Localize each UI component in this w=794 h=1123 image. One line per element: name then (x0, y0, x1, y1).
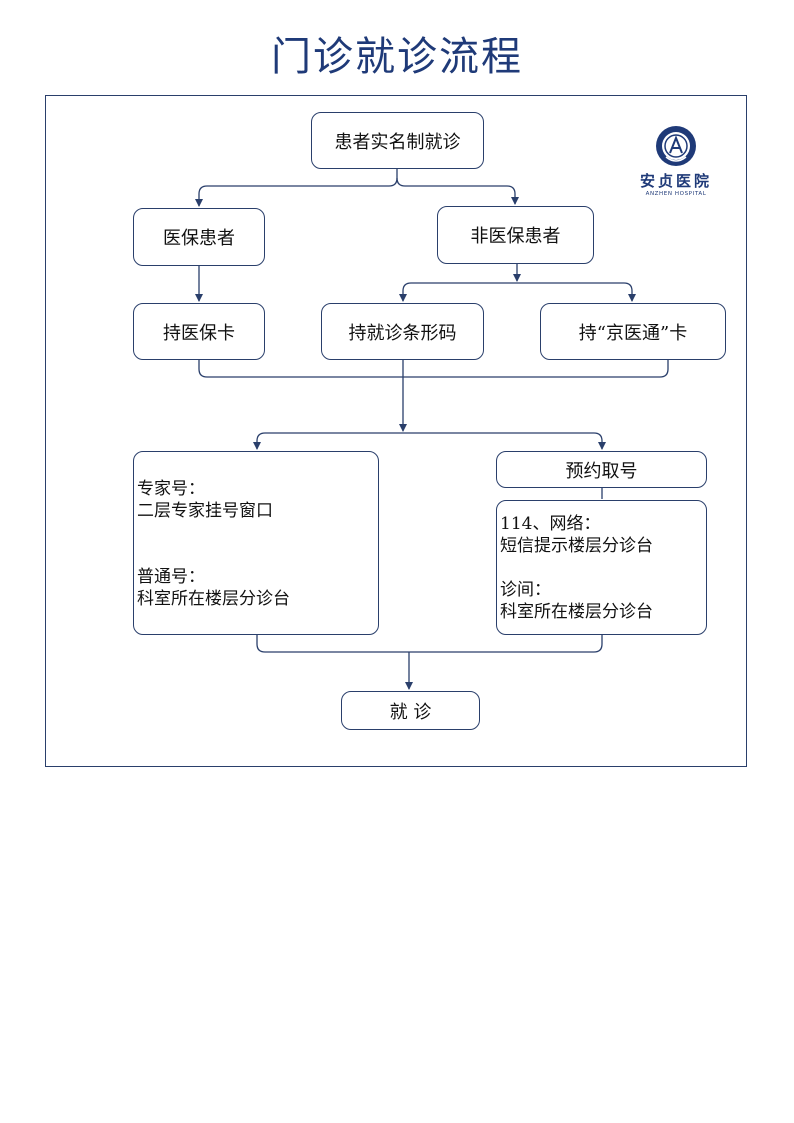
connector-split-left (253, 432, 403, 450)
connector-start-branch (195, 169, 398, 207)
expert-title: 专家号： (137, 479, 205, 499)
general-title: 普通号： (137, 567, 205, 587)
node-start: 患者实名制就诊 (311, 112, 484, 169)
node-registration: 专家号： 二层专家挂号窗口 普通号： 科室所在楼层分诊台 (133, 451, 379, 635)
spacer (137, 522, 374, 566)
flowchart-frame (45, 95, 747, 767)
node-jingyitong-card: 持“京医通”卡 (540, 303, 726, 360)
node-insured: 医保患者 (133, 208, 265, 266)
node-appointment-detail: 114、网络： 短信提示楼层分诊台 诊间： 科室所在楼层分诊台 (496, 500, 707, 635)
clinic-title: 诊间： (500, 580, 551, 600)
node-appointment-pickup: 预约取号 (496, 451, 707, 488)
node-insurance-card: 持医保卡 (133, 303, 265, 360)
connector-split-right (403, 432, 606, 450)
page-title: 门诊就诊流程 (271, 34, 523, 80)
online-desc: 短信提示楼层分诊台 (500, 536, 653, 556)
general-desc: 科室所在楼层分诊台 (137, 589, 290, 609)
connector-uninsured-right (517, 282, 636, 302)
hospital-logo: 安贞医院 ANZHEN HOSPITAL (634, 124, 718, 204)
connector-uninsured-left (399, 282, 517, 302)
node-visit: 就 诊 (341, 691, 480, 730)
online-title: 114、网络： (500, 514, 601, 534)
hospital-emblem-icon (656, 126, 696, 166)
spacer (500, 557, 702, 579)
expert-desc: 二层专家挂号窗口 (137, 501, 273, 521)
logo-name-en: ANZHEN HOSPITAL (645, 191, 707, 197)
connector-cards-merge (198, 360, 669, 378)
node-barcode: 持就诊条形码 (321, 303, 484, 360)
node-uninsured: 非医保患者 (437, 206, 594, 264)
connector-start-branch-right (396, 177, 519, 205)
connector-visit-merge (256, 635, 603, 653)
clinic-desc: 科室所在楼层分诊台 (500, 602, 653, 622)
logo-name-cn: 安贞医院 (639, 172, 712, 190)
